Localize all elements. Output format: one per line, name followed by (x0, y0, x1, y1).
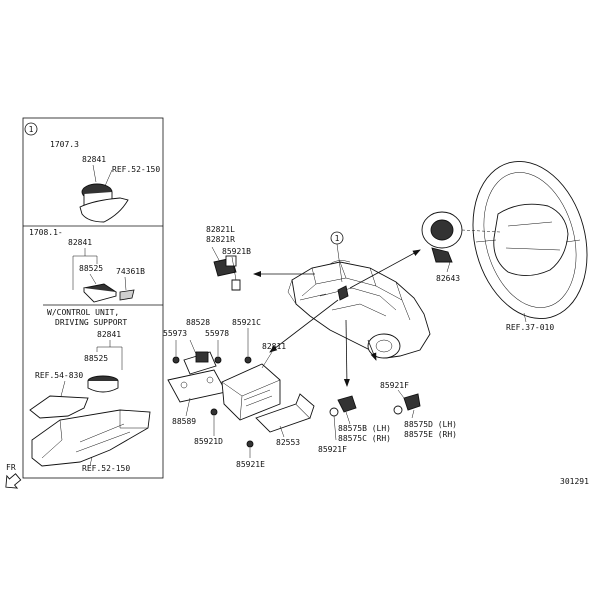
label-85921c: 85921C (232, 318, 261, 327)
label-85921f-lower: 85921F (318, 445, 347, 454)
label-82821r: 82821R (206, 235, 235, 244)
console-switch-icon (87, 375, 119, 393)
section3-part2-label: 88525 (84, 354, 108, 363)
label-85921d: 85921D (194, 437, 223, 446)
label-82821l: 82821L (206, 225, 235, 234)
airbag-ecu-group (167, 351, 315, 448)
section1-ref-label: 1707.3 (50, 140, 79, 149)
label-88575b: 88575B (LH) (338, 424, 391, 433)
label-88575e: 88575E (RH) (404, 430, 457, 439)
fr-label: FR (6, 463, 16, 472)
label-88589: 88589 (172, 417, 196, 426)
wheel-ref-leader (523, 312, 527, 323)
inset-callout-number: 1 (29, 125, 34, 134)
section3-bracket (96, 340, 123, 370)
clock-spring-part (421, 211, 501, 263)
inset-callout-circle (24, 122, 38, 136)
sensor-leader (211, 246, 221, 263)
label-85921b: 85921B (222, 247, 251, 256)
floor-console-drawing (29, 395, 151, 467)
label-55978: 55978 (205, 329, 229, 338)
label-82643: 82643 (436, 274, 460, 283)
label-88575c: 88575C (RH) (338, 434, 391, 443)
section2-bracket (72, 248, 98, 290)
bolt-85921b-leader (231, 256, 237, 281)
vehicle-body-drawing (287, 260, 431, 359)
section2-ref-label: 1708.1- (29, 228, 63, 237)
diagram-id: 301291 (560, 477, 589, 486)
vehicle-callout-number: 1 (335, 234, 340, 243)
label-85921e: 85921E (236, 460, 265, 469)
section2-part3-label: 74361B (116, 267, 145, 276)
section3-note-line1: W/CONTROL UNIT, (47, 308, 119, 317)
switch-panel-icon (83, 283, 135, 303)
section3-note-line2: DRIVING SUPPORT (55, 318, 127, 327)
sensor-part (213, 255, 241, 291)
fr-arrow-icon (5, 473, 22, 489)
steering-wheel-drawing (472, 160, 588, 320)
part-labels: 82821L 82821R 85921B 82643 REF.37-010 88… (163, 225, 554, 469)
label-82811: 82811 (262, 342, 286, 351)
section2-leader (89, 273, 97, 285)
section1-part-label: 82841 (82, 155, 106, 164)
section2-leader-2 (124, 276, 127, 291)
switch-part-icon (79, 183, 129, 223)
section1-partref-label: REF.52-150 (112, 165, 160, 174)
label-82553: 82553 (276, 438, 300, 447)
side-sensor-left (329, 395, 357, 441)
section2-part2-label: 88525 (79, 264, 103, 273)
label-55973: 55973 (163, 329, 187, 338)
section3-part-label: 82841 (97, 330, 121, 339)
section2-part-label: 82841 (68, 238, 92, 247)
label-88575d: 88575D (LH) (404, 420, 457, 429)
vehicle-callout-leader (336, 243, 343, 283)
location-arrows (253, 249, 421, 387)
section1-ref-leader (104, 169, 113, 187)
ecu-leaders (175, 328, 285, 458)
section3-ref2-label: REF.52-150 (82, 464, 130, 473)
section3-ref1-label: REF.54-830 (35, 371, 83, 380)
inset-border (22, 117, 164, 479)
section1-leader (92, 164, 97, 183)
label-85921f-upper: 85921F (380, 381, 409, 390)
label-ref-37-010: REF.37-010 (506, 323, 554, 332)
inset-panel: 1 1707.3 82841 REF.52-150 1708.1- 82841 … (22, 117, 164, 479)
side-sensor-right (393, 389, 421, 419)
label-88528: 88528 (186, 318, 210, 327)
clock-spring-leader (446, 261, 451, 273)
front-direction-indicator: FR (5, 463, 22, 489)
